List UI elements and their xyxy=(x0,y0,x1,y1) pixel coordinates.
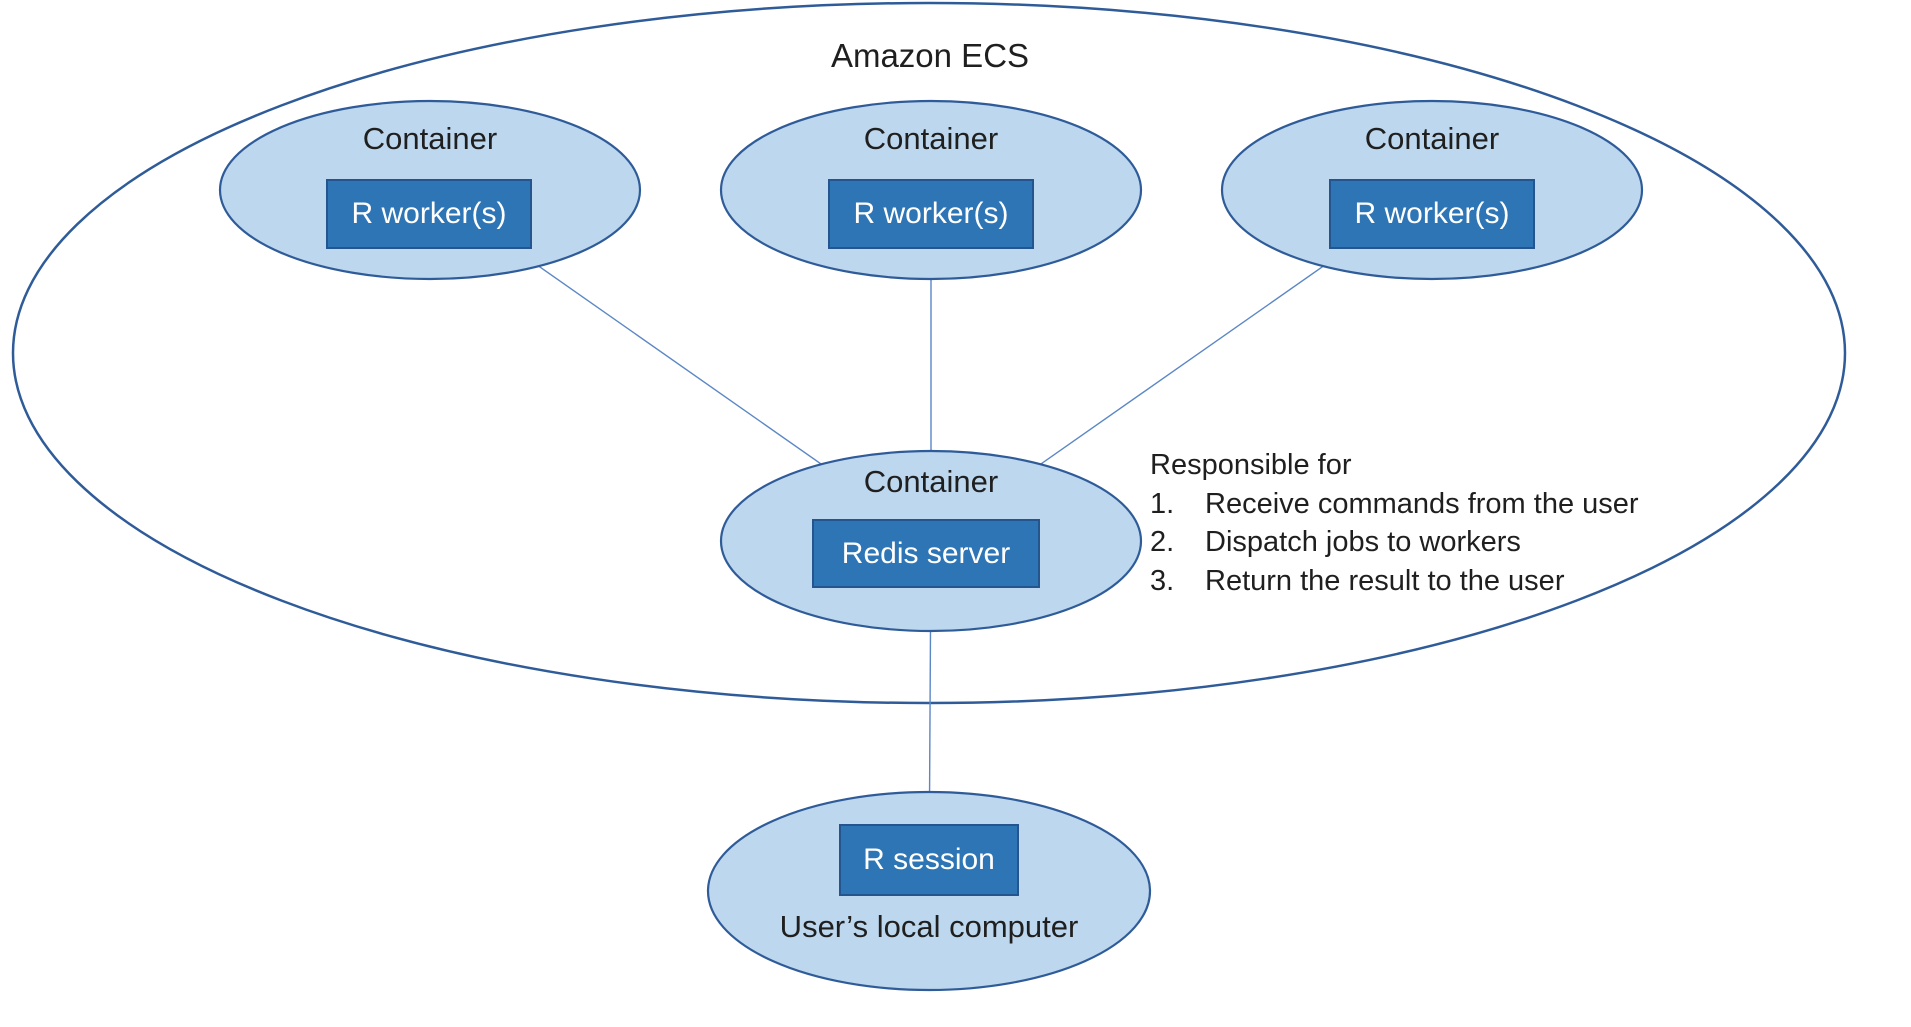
r-workers-box-2: R worker(s) xyxy=(828,179,1034,249)
responsibility-item: 3. Return the result to the user xyxy=(1150,562,1639,601)
redis-container-label: Container xyxy=(863,464,999,499)
responsibilities-note: Responsible for 1. Receive commands from … xyxy=(1150,446,1639,600)
r-session-box-text: R session xyxy=(863,843,995,876)
r-workers-box-3: R worker(s) xyxy=(1329,179,1535,249)
responsibility-item-3-text: Return the result to the user xyxy=(1205,564,1565,597)
responsibility-item: 1. Receive commands from the user xyxy=(1150,485,1639,524)
worker-container-2-label: Container xyxy=(863,121,999,156)
r-workers-box-3-text: R worker(s) xyxy=(1354,197,1510,230)
redis-server-box: Redis server xyxy=(812,519,1040,588)
amazon-ecs-boundary-ellipse xyxy=(11,1,1847,705)
worker-container-1-label: Container xyxy=(362,121,498,156)
r-workers-box-1: R worker(s) xyxy=(326,179,532,249)
responsibility-item-2-text: Dispatch jobs to workers xyxy=(1205,526,1521,558)
responsibility-item-1-text: Receive commands from the user xyxy=(1205,487,1639,520)
r-workers-box-2-text: R worker(s) xyxy=(853,197,1009,230)
responsibility-item-2-num: 2. xyxy=(1150,526,1175,558)
r-workers-box-1-text: R worker(s) xyxy=(351,197,507,230)
diagram-title: Amazon ECS xyxy=(830,37,1030,74)
worker-container-3-label: Container xyxy=(1364,121,1500,156)
responsibility-item-1-num: 1. xyxy=(1150,487,1175,520)
redis-server-box-text: Redis server xyxy=(841,536,1011,570)
responsibilities-heading: Responsible for xyxy=(1150,449,1352,481)
r-session-box: R session xyxy=(839,824,1019,896)
responsibility-item: 2. Dispatch jobs to workers xyxy=(1150,523,1639,562)
responsibility-item-3-num: 3. xyxy=(1150,564,1175,597)
local-computer-label: User’s local computer xyxy=(779,909,1079,944)
